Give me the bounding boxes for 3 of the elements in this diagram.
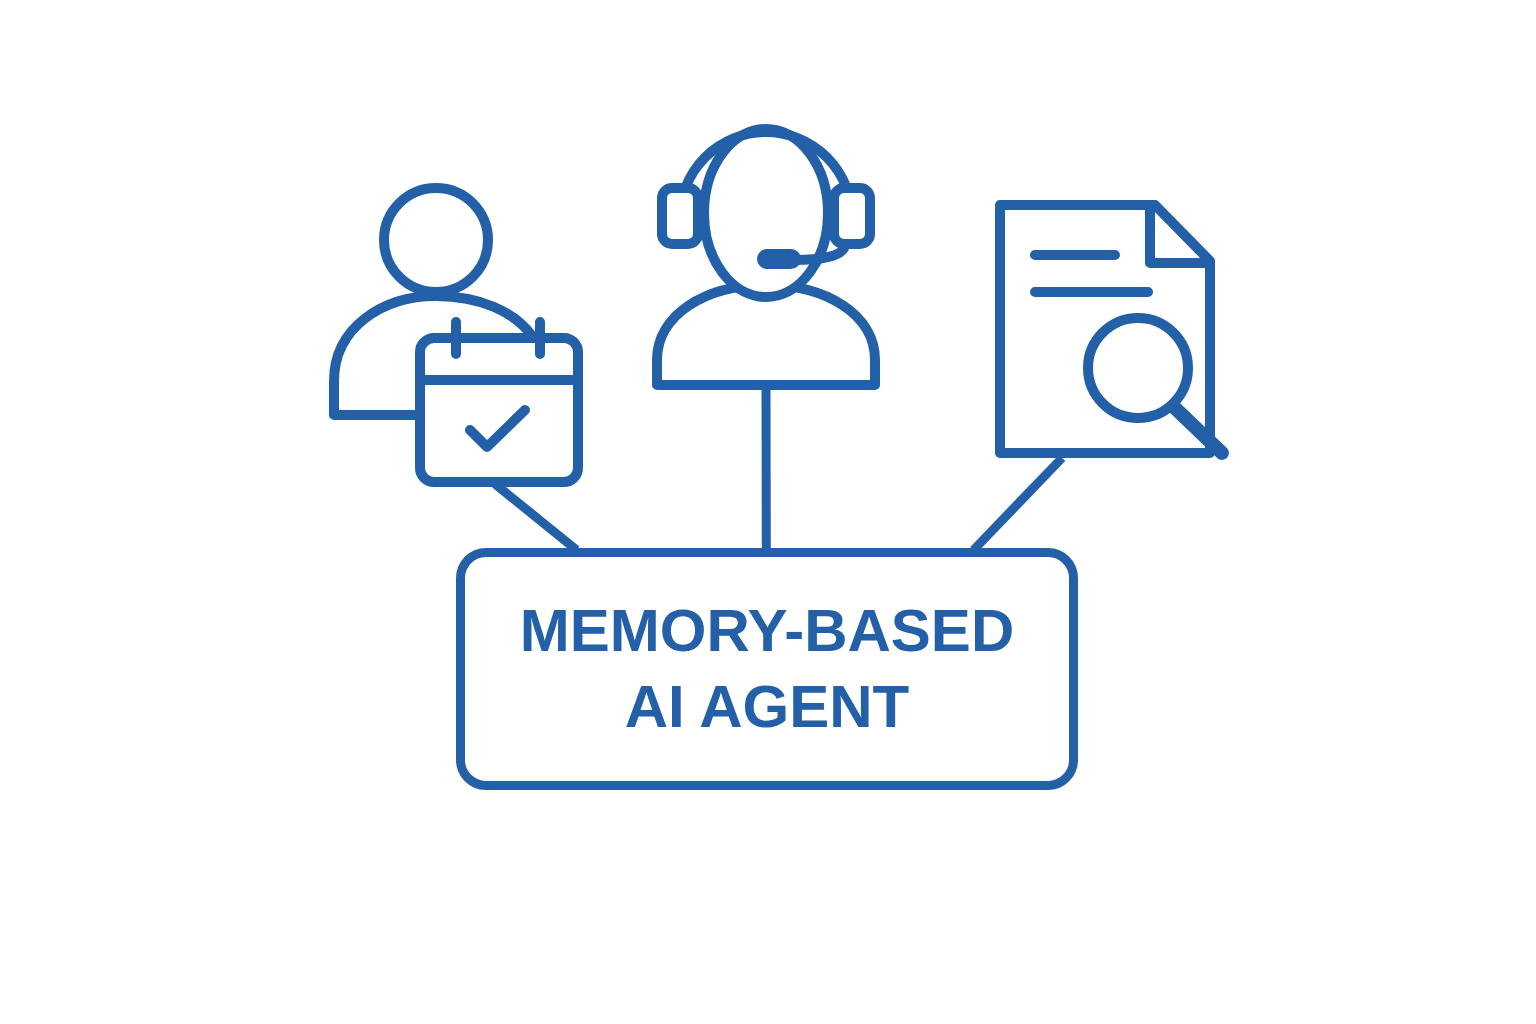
agent-box <box>456 548 1078 790</box>
connector-line <box>761 390 771 550</box>
agent-title: MEMORY-BASED AI AGENT <box>518 596 1016 742</box>
